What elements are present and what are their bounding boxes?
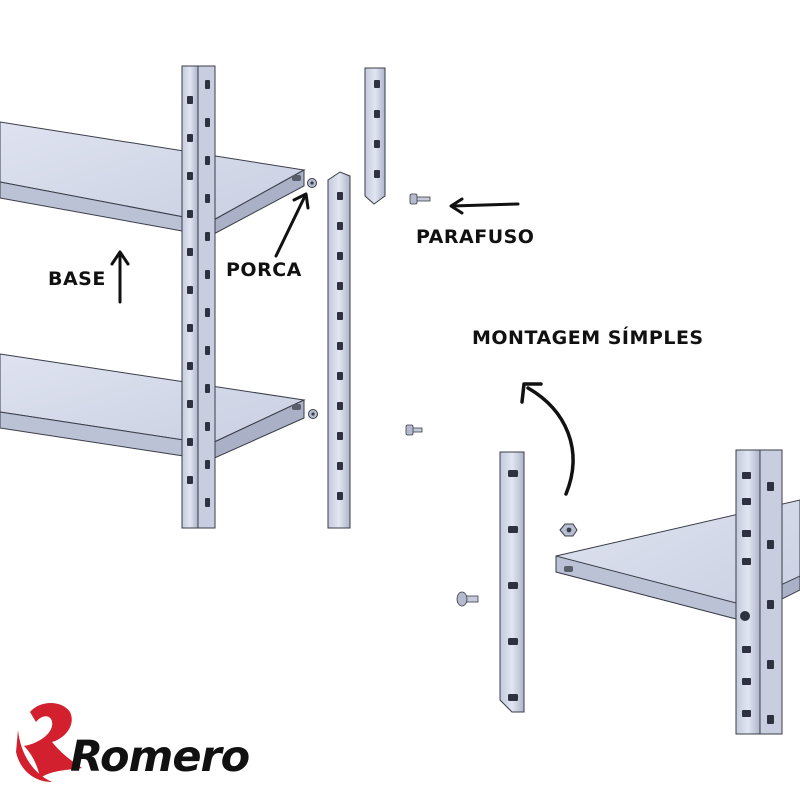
label-parafuso: PARAFUSO — [416, 226, 535, 248]
slot-hole — [187, 96, 193, 104]
slot-hole — [205, 270, 210, 279]
detail-post-left — [499, 451, 525, 713]
bolt-upper — [409, 193, 431, 205]
nut-upper — [307, 178, 317, 188]
slot-hole — [205, 346, 210, 355]
arrow-montagem — [520, 382, 575, 496]
label-porca: PORCA — [226, 259, 302, 281]
r-swoosh-logo — [16, 703, 82, 782]
slot-hole — [187, 134, 193, 142]
arrow-parafuso — [449, 197, 520, 215]
slot-hole — [187, 438, 193, 446]
detail-bolt — [456, 591, 479, 607]
slot-hole — [205, 498, 210, 507]
slot-hole — [187, 210, 193, 218]
slot-hole — [337, 192, 343, 200]
slot-hole — [205, 422, 210, 431]
slot-hole — [205, 308, 210, 317]
slot-hole — [205, 460, 210, 469]
slot-hole — [337, 222, 343, 230]
bolt-lower — [405, 424, 423, 436]
slot-hole — [205, 384, 210, 393]
slot-hole — [187, 172, 193, 180]
slot-hole — [187, 286, 193, 294]
slot-hole — [337, 462, 343, 470]
slot-hole — [187, 476, 193, 484]
slot-hole — [337, 372, 343, 380]
arrow-porca — [274, 192, 310, 258]
slot-hole — [187, 362, 193, 370]
slot-hole — [205, 156, 210, 165]
upper-shelf — [0, 121, 306, 237]
label-base: BASE — [48, 268, 106, 290]
slot-hole — [337, 342, 343, 350]
slot-hole — [337, 252, 343, 260]
slot-hole — [187, 324, 193, 332]
short-post-piece — [364, 67, 386, 205]
lower-shelf — [0, 353, 306, 461]
brand-name: Romero — [70, 732, 250, 782]
slot-hole — [205, 118, 210, 127]
detail-post-right — [735, 449, 783, 735]
slot-hole — [337, 282, 343, 290]
nut-lower — [308, 409, 318, 419]
slot-hole — [205, 232, 210, 241]
slot-hole — [205, 80, 210, 89]
slot-hole — [337, 432, 343, 440]
left-post — [181, 65, 216, 529]
arrow-base — [110, 250, 130, 304]
label-montagem: MONTAGEM SÍMPLES — [472, 327, 704, 349]
slot-hole — [337, 312, 343, 320]
slot-hole — [187, 248, 193, 256]
slot-hole — [205, 194, 210, 203]
slot-hole — [337, 402, 343, 410]
slot-hole — [187, 400, 193, 408]
detail-nut — [559, 523, 578, 537]
middle-post — [327, 171, 351, 529]
slot-hole — [337, 492, 343, 500]
